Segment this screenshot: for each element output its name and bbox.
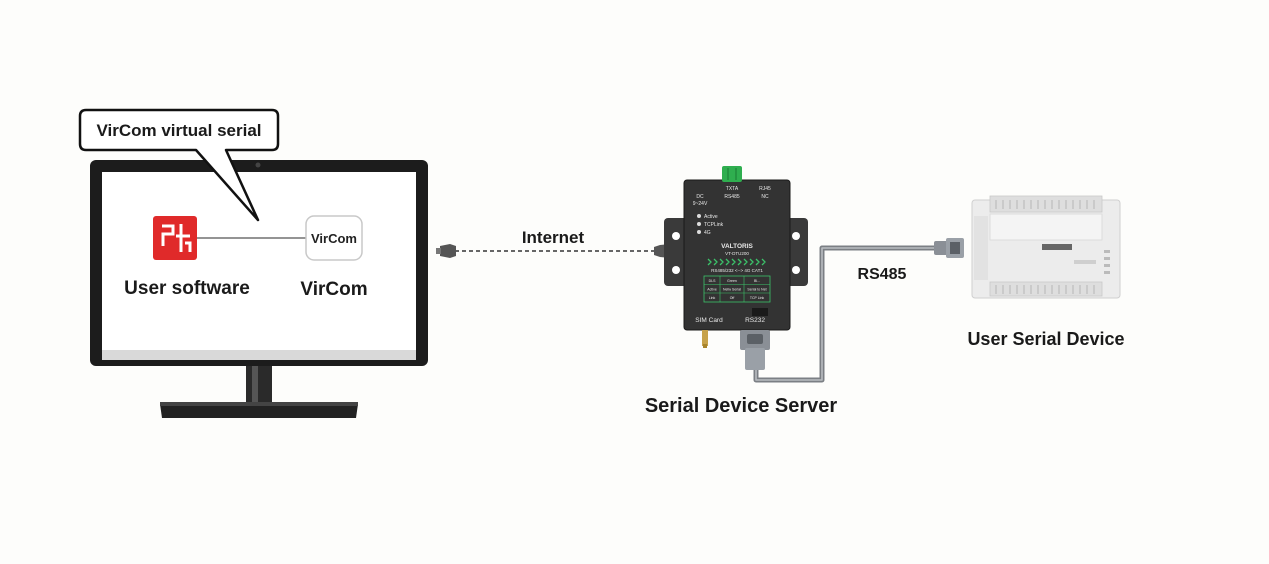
led-4g: 4G xyxy=(704,230,711,236)
internet-link: Internet xyxy=(436,228,674,258)
rs485-label: RS485 xyxy=(858,266,907,283)
vircom-callout: VirCom virtual serial xyxy=(78,108,280,222)
terminal-block xyxy=(722,166,742,182)
antenna-icon xyxy=(702,330,708,348)
left-plug-icon xyxy=(436,244,456,258)
device-brand: VALTORIS xyxy=(721,243,753,250)
rs485-cable: RS485 xyxy=(753,238,964,383)
serial-device-server: TXTA RJ45 RS485 NC DC 9~24V Active TCPLi… xyxy=(664,166,808,370)
device-subtitle: RS485/232 <--> 4G CAT1 xyxy=(711,268,763,273)
serial-device-caption: User Serial Device xyxy=(967,329,1124,349)
port-label-nc: NC xyxy=(761,194,769,200)
port-label-rj45: RJ45 xyxy=(759,186,771,192)
table-cell-7: Off xyxy=(730,296,735,300)
user-serial-device xyxy=(971,195,1121,299)
user-software-icon xyxy=(153,216,197,260)
led-tcplink: TCPLink xyxy=(704,222,724,228)
rs485-connector-icon xyxy=(934,238,964,258)
led-active: Active xyxy=(704,214,718,220)
table-cell-8: TCP Link xyxy=(750,296,765,300)
rs232-label: RS232 xyxy=(745,317,765,324)
table-cell-3: Active xyxy=(707,288,717,292)
port-label-txta: TXTA xyxy=(726,186,739,192)
user-software-app: User software xyxy=(124,216,250,299)
device-server-caption: Serial Device Server xyxy=(645,395,838,417)
callout-text: VirCom virtual serial xyxy=(96,121,261,140)
monitor xyxy=(90,160,428,418)
device-info-table: DLS Green Bl... Active Netw Serial Seria… xyxy=(703,275,771,303)
vircom-label: VirCom xyxy=(300,279,367,300)
table-cell-6: Link xyxy=(709,296,716,300)
vircom-app: VirCom VirCom xyxy=(300,215,368,300)
port-label-dc: DC xyxy=(696,194,704,200)
rj45-port xyxy=(752,308,768,316)
chevron-strip xyxy=(707,258,766,266)
internet-label: Internet xyxy=(522,228,585,247)
table-cell-5: Serial to Net xyxy=(747,288,766,292)
table-cell-4: Netw Serial xyxy=(723,288,741,292)
device-model: VT-DTU200 xyxy=(725,251,749,256)
port-label-voltage: 9~24V xyxy=(693,201,708,207)
db9-connector-icon xyxy=(740,330,770,370)
table-cell-1: Green xyxy=(727,279,737,283)
vircom-icon xyxy=(305,215,363,261)
table-cell-0: DLS xyxy=(709,279,716,283)
vircom-icon-text: VirCom xyxy=(311,231,357,246)
table-cell-2: Bl... xyxy=(754,279,760,283)
sim-card-label: SIM Card xyxy=(695,317,723,324)
port-label-rs485: RS485 xyxy=(724,194,740,200)
user-software-label: User software xyxy=(124,278,250,299)
